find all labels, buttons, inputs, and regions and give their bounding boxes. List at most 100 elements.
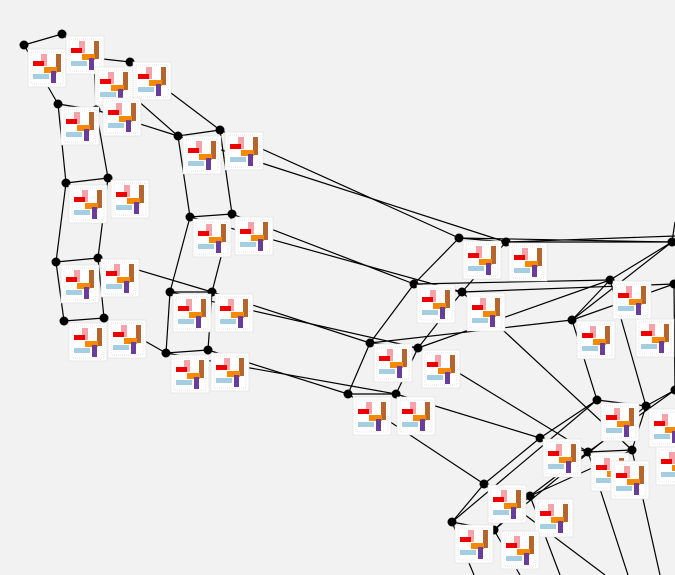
edge <box>55 257 99 263</box>
edge <box>539 399 598 439</box>
graph-node[interactable] <box>670 385 675 395</box>
edge <box>23 33 63 46</box>
graph-node[interactable] <box>57 29 67 39</box>
graph-node[interactable] <box>99 313 109 323</box>
graph-node[interactable] <box>203 345 213 355</box>
node-thumbnail[interactable] <box>110 179 150 219</box>
graph-node[interactable] <box>103 173 113 183</box>
graph-node[interactable] <box>365 338 375 348</box>
graph-node[interactable] <box>51 257 61 267</box>
node-thumbnail[interactable] <box>416 284 456 324</box>
node-thumbnail[interactable] <box>172 293 212 333</box>
edge <box>165 291 171 354</box>
node-thumbnail[interactable] <box>27 48 67 88</box>
edge <box>413 237 460 285</box>
graph-node[interactable] <box>669 279 675 289</box>
edge <box>451 483 485 523</box>
node-thumbnail[interactable] <box>234 216 274 256</box>
node-thumbnail[interactable] <box>542 438 582 478</box>
edge <box>413 279 611 285</box>
node-thumbnail[interactable] <box>68 184 108 224</box>
graph-node[interactable] <box>61 178 71 188</box>
node-thumbnail[interactable] <box>132 61 172 101</box>
edge <box>369 283 415 344</box>
graph-node[interactable] <box>173 131 183 141</box>
node-thumbnail[interactable] <box>600 402 640 442</box>
graph-node[interactable] <box>19 40 29 50</box>
graph-node[interactable] <box>93 253 103 263</box>
edge <box>165 349 209 354</box>
edge <box>483 437 541 485</box>
edge <box>571 279 611 321</box>
graph-node[interactable] <box>479 479 489 489</box>
node-thumbnail[interactable] <box>635 318 675 358</box>
graph-node[interactable] <box>165 287 175 297</box>
graph-node[interactable] <box>447 517 457 527</box>
graph-node[interactable] <box>125 57 135 67</box>
node-thumbnail[interactable] <box>352 396 392 436</box>
node-thumbnail[interactable] <box>65 35 105 75</box>
graph-node[interactable] <box>161 348 171 358</box>
edge <box>189 213 233 218</box>
edge <box>451 399 598 523</box>
node-thumbnail[interactable] <box>648 408 675 448</box>
edge <box>55 261 65 322</box>
graph-node[interactable] <box>457 287 467 297</box>
node-thumbnail[interactable] <box>60 106 100 146</box>
node-thumbnail[interactable] <box>68 322 108 362</box>
node-thumbnail[interactable] <box>610 460 650 500</box>
node-thumbnail[interactable] <box>534 498 574 538</box>
graph-node[interactable] <box>185 212 195 222</box>
node-layer <box>19 29 675 535</box>
node-thumbnail[interactable] <box>500 530 540 570</box>
node-thumbnail[interactable] <box>396 396 436 436</box>
graph-node[interactable] <box>583 447 593 457</box>
graph-node[interactable] <box>525 491 535 501</box>
node-thumbnail[interactable] <box>102 97 142 137</box>
graph-node[interactable] <box>391 389 401 399</box>
edge <box>417 279 611 349</box>
graph-node[interactable] <box>567 315 577 325</box>
node-thumbnail[interactable] <box>421 349 461 389</box>
node-thumbnail[interactable] <box>214 293 254 333</box>
graph-node[interactable] <box>227 209 237 219</box>
node-thumbnail[interactable] <box>462 240 502 280</box>
edge <box>169 216 191 293</box>
graph-node[interactable] <box>627 445 637 455</box>
edge <box>347 342 371 395</box>
edge <box>609 241 673 281</box>
graph-node[interactable] <box>592 395 602 405</box>
graph-node[interactable] <box>501 237 511 247</box>
node-thumbnail[interactable] <box>612 280 652 320</box>
node-thumbnail[interactable] <box>170 354 210 394</box>
node-thumbnail[interactable] <box>107 319 147 359</box>
node-thumbnail[interactable] <box>192 218 232 258</box>
node-thumbnail[interactable] <box>100 258 140 298</box>
node-thumbnail[interactable] <box>655 446 675 486</box>
graph-node[interactable] <box>641 401 651 411</box>
node-thumbnail[interactable] <box>224 131 264 171</box>
graph-node[interactable] <box>59 316 69 326</box>
node-thumbnail[interactable] <box>373 343 413 383</box>
graph-node[interactable] <box>413 343 423 353</box>
node-thumbnail[interactable] <box>466 292 506 332</box>
node-thumbnail[interactable] <box>508 242 548 282</box>
graph-node[interactable] <box>605 275 615 285</box>
graph-node[interactable] <box>343 389 353 399</box>
graph-node[interactable] <box>409 279 419 289</box>
graph-node[interactable] <box>667 237 675 247</box>
graph-node[interactable] <box>53 99 63 109</box>
node-thumbnail[interactable] <box>487 484 527 524</box>
edge <box>177 135 191 218</box>
graph-node[interactable] <box>215 125 225 135</box>
edge <box>65 177 109 184</box>
graph-node[interactable] <box>454 233 464 243</box>
node-thumbnail[interactable] <box>576 320 616 360</box>
node-thumbnail[interactable] <box>182 135 222 175</box>
graph-node[interactable] <box>535 433 545 443</box>
edge <box>63 317 105 322</box>
node-thumbnail[interactable] <box>210 352 250 392</box>
node-thumbnail[interactable] <box>60 264 100 304</box>
node-thumbnail[interactable] <box>454 524 494 564</box>
